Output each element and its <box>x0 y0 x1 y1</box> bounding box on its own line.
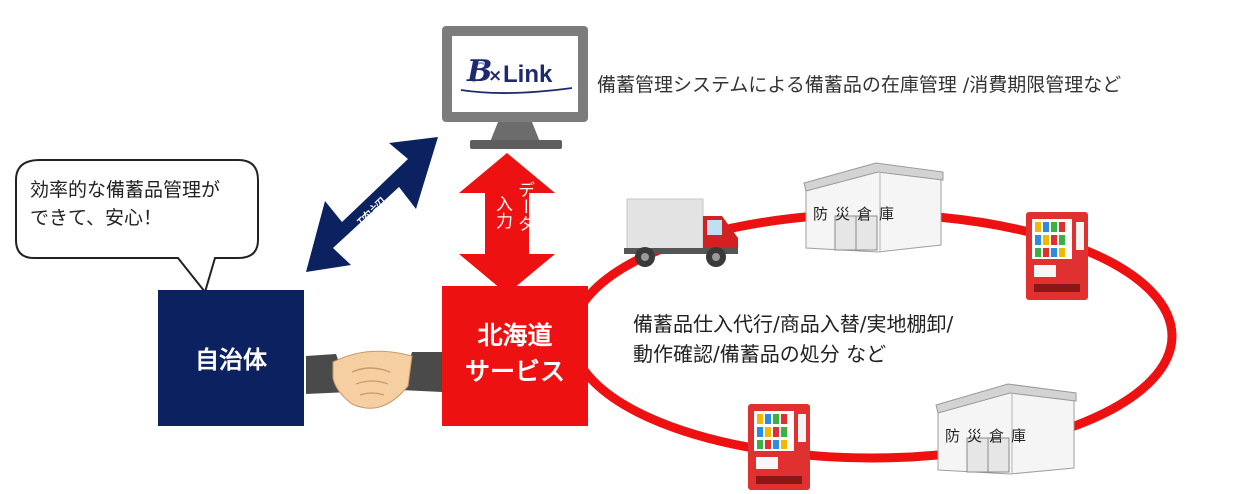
truck-icon <box>624 198 738 267</box>
logo-link: Link <box>503 61 553 88</box>
warehouse-label: 防災倉庫 <box>813 205 902 223</box>
warehouse-icon <box>935 383 1077 475</box>
confirm-arrow <box>306 137 438 272</box>
service-description-line: 動作確認/備蓄品の処分 など <box>633 342 887 366</box>
service-label: 北海道 サービス <box>442 318 588 390</box>
data-input-arrow <box>459 153 555 294</box>
service-description-line: 備蓄品仕入代行/商品入替/実地棚卸/ <box>633 312 954 336</box>
speech-bubble-text: 効率的な備蓄品管理が できて、安心！ <box>30 176 260 232</box>
vending-machine-icon <box>1026 212 1088 300</box>
warehouse-label: 防災倉庫 <box>945 427 1034 445</box>
warehouse-icon <box>803 162 944 253</box>
logo-x: × <box>488 66 503 86</box>
data-input-label: データ <box>514 181 534 232</box>
municipality-label: 自治体 <box>195 346 267 374</box>
service-description: 備蓄品仕入代行/商品入替/実地棚卸/ 動作確認/備蓄品の処分 など <box>633 309 953 369</box>
monitor-description: 備蓄管理システムによる備蓄品の在庫管理 /消費期限管理など <box>597 74 1122 96</box>
data-input-label: 入力 <box>492 195 512 229</box>
logo-b: B <box>467 54 493 89</box>
handshake-icon <box>306 350 442 409</box>
service-label-line: 北海道 <box>477 321 553 350</box>
speech-bubble-line: できて、安心！ <box>30 207 163 229</box>
speech-bubble <box>15 159 259 295</box>
service-label-line: サービス <box>464 357 565 386</box>
vending-machine-icon <box>748 404 810 490</box>
speech-bubble-line: 効率的な備蓄品管理が <box>30 179 221 201</box>
municipality-box <box>158 290 304 426</box>
monitor-icon <box>442 26 588 149</box>
service-box <box>442 286 588 426</box>
